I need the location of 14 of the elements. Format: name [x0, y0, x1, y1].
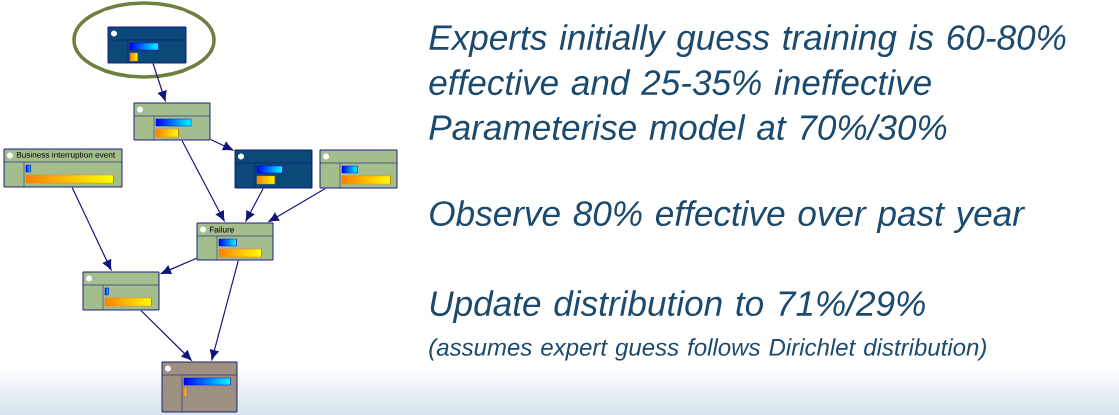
arrow [209, 259, 239, 361]
arrow [152, 62, 167, 102]
arrow [245, 187, 264, 222]
arrow [209, 138, 234, 151]
arrow [140, 309, 192, 361]
arrow [181, 139, 225, 222]
text-note: (assumes expert guess follows Dirichlet distribution) [429, 338, 986, 361]
arrow [71, 186, 112, 271]
arrow [160, 257, 198, 275]
arrow [268, 187, 326, 223]
text-note: Experts initially guess training is 60-80% effective and 25-35% ineffective [429, 24, 1066, 96]
text-note: Observe 80% effective over past year [430, 200, 1026, 233]
text-note: Parameterise model at 70%/30% [429, 114, 947, 141]
text-note: Update distribution to 71%/29% [430, 290, 925, 323]
